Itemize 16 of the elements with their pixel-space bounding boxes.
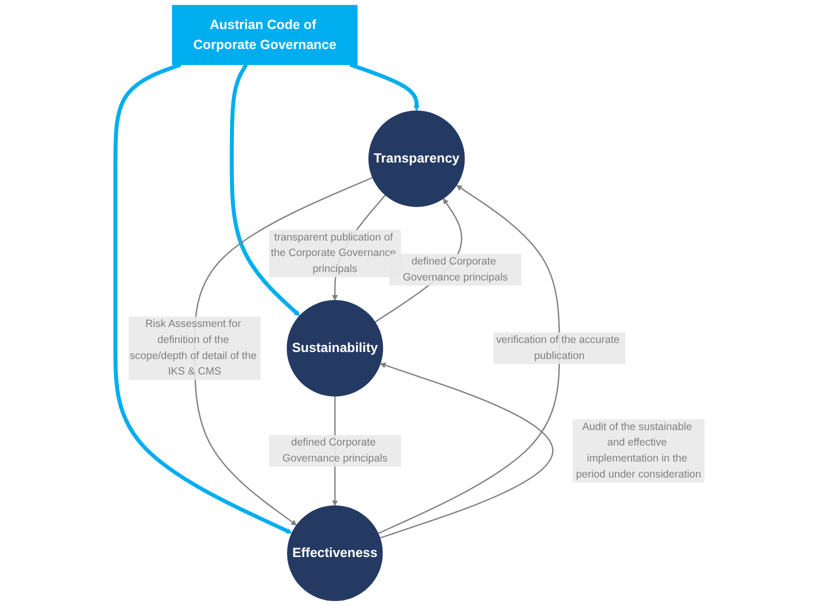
arrow bbox=[113, 62, 292, 534]
edge-label: defined Corporate Governance principals bbox=[402, 256, 508, 283]
node-circle: Sustainability bbox=[286, 300, 384, 396]
node-box: Austrian Code of Corporate Governance bbox=[172, 4, 358, 66]
edge-label: transparent publication of the Corporate Governance principals bbox=[270, 232, 396, 275]
arrow bbox=[194, 176, 373, 526]
edge-label: Risk Assessment for definition of the scope/depth of detail of the IKS & CMS bbox=[130, 318, 257, 378]
arrow bbox=[230, 64, 300, 316]
edge-label: defined Corporate Governance principals bbox=[282, 437, 388, 464]
arrow bbox=[350, 62, 420, 112]
arrow bbox=[380, 362, 554, 539]
edge-label: Audit of the sustainable and effective implementation in the period under consideration bbox=[576, 421, 702, 480]
node-circle: Transparency bbox=[368, 110, 465, 207]
node-circle: Effectiveness bbox=[287, 505, 383, 602]
arrow bbox=[378, 185, 560, 534]
edge-label: verification of the accurate publication bbox=[496, 334, 620, 362]
